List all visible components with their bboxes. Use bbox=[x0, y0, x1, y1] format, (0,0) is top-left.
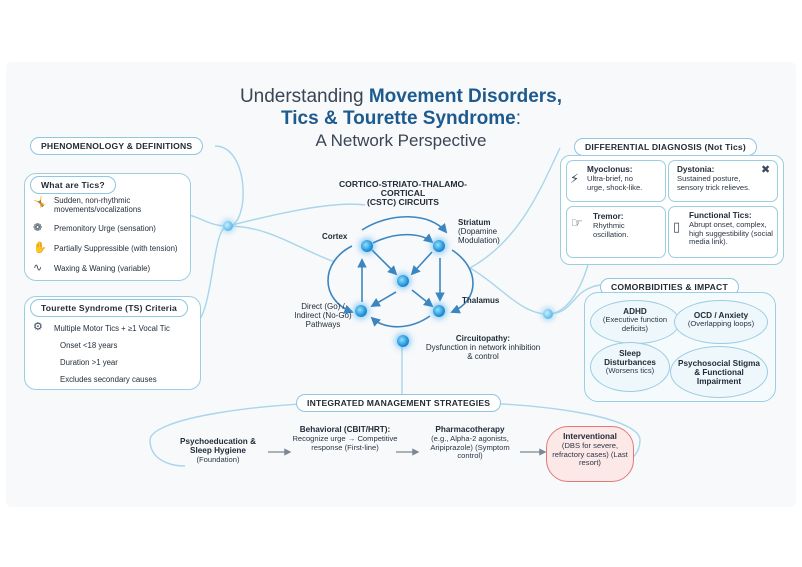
ts-item-2: Onset <18 years bbox=[60, 341, 118, 350]
pathways-label: Direct (Go) / Indirect (No-Go) Pathways bbox=[294, 302, 352, 329]
tics-item-2: Premonitory Urge (sensation) bbox=[54, 224, 156, 233]
interventional-step: Interventional (DBS for severe, refracto… bbox=[546, 426, 634, 482]
lightning-icon: ⚡ bbox=[570, 171, 580, 186]
striatum-node bbox=[433, 240, 445, 252]
left-hub-node bbox=[223, 221, 233, 231]
management-header: INTEGRATED MANAGEMENT STRATEGIES bbox=[296, 394, 502, 412]
behavioral-step: Behavioral (CBIT/HRT): Recognize urge → … bbox=[292, 425, 398, 452]
hand-icon: ✋ bbox=[33, 242, 47, 254]
running-person-icon: 🤸 bbox=[33, 197, 47, 209]
circuitopathy-label: Circuitopathy: Dysfunction in network in… bbox=[425, 334, 541, 361]
cortex-node bbox=[361, 240, 373, 252]
main-title: Understanding Movement Disorders, Tics &… bbox=[239, 86, 563, 150]
dystonia-card: ✖ Dystonia: Sustained posture, sensory t… bbox=[668, 160, 778, 202]
tics-item-1: Sudden, non-rhythmic movements/vocalizat… bbox=[54, 196, 142, 214]
wire-phenomenology bbox=[214, 145, 244, 227]
ocd-anxiety-bubble: OCD / Anxiety (Overlapping loops) bbox=[674, 300, 768, 344]
phenomenology-header: PHENOMENOLOGY & DEFINITIONS bbox=[30, 137, 204, 155]
tremor-card: ☞ Tremor: Rhythmic oscillation. bbox=[566, 206, 666, 258]
cortex-label: Cortex bbox=[322, 232, 348, 241]
differential-header: DIFFERENTIAL DIAGNOSIS (Not Tics) bbox=[574, 138, 757, 156]
pathways-node bbox=[355, 305, 367, 317]
bottom-node bbox=[397, 335, 409, 347]
wave-chart-icon: ∿ bbox=[33, 262, 43, 274]
ts-item-4: Excludes secondary causes bbox=[60, 375, 157, 384]
psychosocial-bubble: Psychosocial Stigma & Functional Impairm… bbox=[670, 346, 768, 398]
tics-item-3: Partially Suppressible (with tension) bbox=[54, 244, 178, 253]
central-node bbox=[397, 275, 409, 287]
gears-icon: ⚙ bbox=[33, 321, 43, 333]
circuit-header: CORTICO-STRIATO-THALAMO-CORTICAL (CSTC) … bbox=[338, 179, 468, 207]
shaking-hand-icon: ☞ bbox=[571, 215, 583, 230]
sleep-bubble: Sleep Disturbances (Worsens tics) bbox=[590, 342, 670, 392]
right-hub-node bbox=[543, 309, 553, 319]
tics-panel-header: What are Tics? bbox=[30, 176, 116, 194]
thalamus-node bbox=[433, 305, 445, 317]
myoclonus-card: ⚡ Myoclonus: Ultra-brief, no urge, shock… bbox=[566, 160, 666, 202]
psychoeducation-step: Psychoeducation & Sleep Hygiene (Foundat… bbox=[180, 437, 256, 464]
functional-tics-card: ▯ Functional Tics: Abrupt onset, complex… bbox=[668, 206, 778, 258]
brain-icon: ❁ bbox=[33, 222, 43, 234]
smartphone-icon: ▯ bbox=[673, 219, 681, 234]
ts-item-3: Duration >1 year bbox=[60, 358, 118, 367]
tics-item-4: Waxing & Waning (variable) bbox=[54, 264, 151, 273]
pharmacotherapy-step: Pharmacotherapy (e.g., Alpha-2 agonists,… bbox=[430, 425, 510, 461]
thalamus-label: Thalamus bbox=[462, 296, 500, 305]
ts-item-1: Multiple Motor Tics + ≥1 Vocal Tic bbox=[54, 324, 170, 333]
adhd-bubble: ADHD (Executive function deficits) bbox=[590, 300, 680, 344]
ts-criteria-header: Tourette Syndrome (TS) Criteria bbox=[30, 299, 188, 317]
striatum-label: Striatum (Dopamine Modulation) bbox=[458, 218, 500, 245]
twisted-limb-icon: ✖ bbox=[761, 164, 771, 176]
